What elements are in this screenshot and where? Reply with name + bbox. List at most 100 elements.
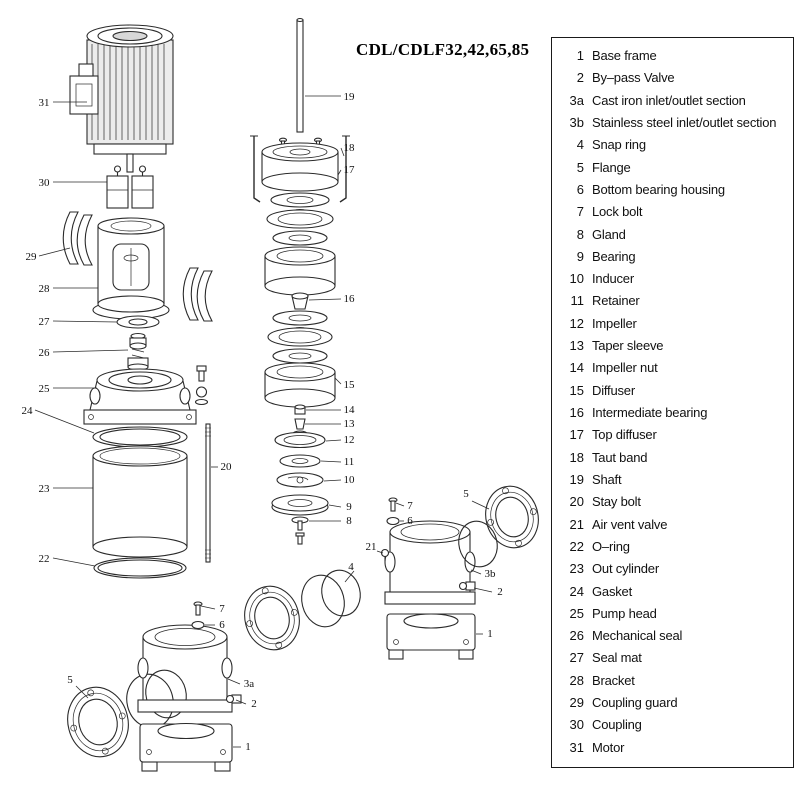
o-ring-drawing bbox=[93, 557, 187, 579]
parts-list-row: 19 Shaft bbox=[558, 469, 790, 490]
parts-list-row: 15 Diffuser bbox=[558, 380, 790, 401]
part-name: Mechanical seal bbox=[592, 628, 683, 644]
callout-b-base-frame: 1 bbox=[487, 628, 493, 640]
part-name: Air vent valve bbox=[592, 516, 668, 532]
part-number: 4 bbox=[576, 137, 584, 153]
callout-diffuser: 15 bbox=[344, 379, 356, 391]
part-name: Coupling bbox=[592, 717, 642, 733]
leader-lines bbox=[34, 95, 493, 748]
part-name: Bearing bbox=[592, 248, 636, 264]
callout-a-base-frame: 1 bbox=[245, 741, 251, 753]
part-name: Inducer bbox=[592, 271, 634, 287]
part-number: 21 bbox=[569, 516, 584, 532]
seal-mat-drawing bbox=[116, 315, 160, 329]
part-number: 28 bbox=[569, 672, 584, 688]
part-name: Stay bolt bbox=[592, 494, 641, 510]
callout-b-lock-bolt: 7 bbox=[407, 500, 413, 512]
motor-drawing bbox=[69, 24, 174, 173]
part-number: 24 bbox=[569, 583, 584, 599]
callout-shaft: 19 bbox=[344, 91, 356, 103]
part-number: 11 bbox=[570, 293, 585, 309]
callout-gland: 8 bbox=[346, 515, 352, 527]
part-number: 17 bbox=[569, 427, 584, 443]
part-number: 10 bbox=[569, 271, 584, 287]
parts-list-row: 24 Gasket bbox=[558, 581, 790, 602]
callout-air-vent-valve: 21 bbox=[366, 541, 377, 553]
callout-gasket: 24 bbox=[22, 405, 34, 417]
callout-retainer: 11 bbox=[344, 456, 355, 468]
parts-list-row: 2 By–pass Valve bbox=[558, 67, 790, 88]
callout-inducer: 10 bbox=[344, 474, 356, 486]
part-name: Gland bbox=[592, 226, 626, 242]
callout-a-bypass-valve: 2 bbox=[251, 698, 257, 710]
parts-list-row: 5 Flange bbox=[558, 157, 790, 178]
callout-a-lock-bolt: 7 bbox=[219, 603, 225, 615]
callout-taper-sleeve: 13 bbox=[344, 418, 356, 430]
parts-list-row: 12 Impeller bbox=[558, 313, 790, 334]
part-name: Flange bbox=[592, 159, 631, 175]
part-number: 13 bbox=[569, 338, 584, 354]
parts-list-row: 22 O–ring bbox=[558, 536, 790, 557]
part-name: Taut band bbox=[592, 449, 648, 465]
shaft-drawing bbox=[278, 17, 323, 151]
callout-labels: 31 30 29 28 27 26 25 24 23 22 19 18 17 1… bbox=[22, 91, 503, 753]
part-name: Bottom bearing housing bbox=[592, 181, 725, 197]
callout-b-section: 3b bbox=[485, 568, 497, 580]
stage-stack-drawing bbox=[264, 192, 336, 296]
diffuser-drawing bbox=[264, 310, 336, 408]
pump-head-drawing bbox=[83, 365, 209, 425]
part-name: Diffuser bbox=[592, 382, 635, 398]
part-number: 9 bbox=[576, 248, 584, 264]
part-name: Gasket bbox=[592, 583, 632, 599]
part-number: 29 bbox=[569, 695, 584, 711]
callout-taut-band: 18 bbox=[344, 142, 356, 154]
parts-list-row: 3a Cast iron inlet/outlet section bbox=[558, 90, 790, 111]
parts-list-row: 4 Snap ring bbox=[558, 134, 790, 155]
part-number: 25 bbox=[569, 605, 584, 621]
coupling-drawing bbox=[106, 165, 154, 209]
parts-list-row: 13 Taper sleeve bbox=[558, 335, 790, 356]
parts-list-row: 31 Motor bbox=[558, 737, 790, 758]
part-number: 15 bbox=[569, 382, 584, 398]
exploded-pump-diagram: 31 30 29 28 27 26 25 24 23 22 19 18 17 1… bbox=[22, 17, 539, 772]
parts-list-row: 14 Impeller nut bbox=[558, 357, 790, 378]
part-number: 12 bbox=[569, 315, 584, 331]
intermediate-bearing-drawing bbox=[291, 292, 309, 310]
callout-o-ring: 22 bbox=[39, 553, 50, 565]
parts-list-row: 7 Lock bolt bbox=[558, 201, 790, 222]
part-number: 3a bbox=[569, 92, 584, 108]
callout-coupling: 30 bbox=[39, 177, 51, 189]
part-name: Intermediate bearing bbox=[592, 405, 708, 420]
part-name: Motor bbox=[592, 739, 625, 755]
part-name: Impeller bbox=[592, 315, 637, 331]
part-number: 14 bbox=[569, 360, 584, 376]
parts-list-row: 11 Retainer bbox=[558, 290, 790, 311]
parts-list-row: 29 Coupling guard bbox=[558, 692, 790, 713]
part-name: Coupling guard bbox=[592, 695, 678, 711]
part-name: Shaft bbox=[592, 471, 622, 487]
callout-bearing: 9 bbox=[346, 501, 352, 513]
parts-list-row: 6 Bottom bearing housing bbox=[558, 179, 790, 200]
mechanical-seal-drawing bbox=[127, 332, 149, 371]
callout-snap-ring: 4 bbox=[348, 561, 354, 573]
part-name: Cast iron inlet/outlet section bbox=[592, 92, 746, 108]
parts-list-row: 21 Air vent valve bbox=[558, 514, 790, 535]
part-number: 2 bbox=[576, 70, 584, 86]
part-number: 1 bbox=[576, 48, 584, 63]
impeller-parts-drawing bbox=[271, 404, 329, 545]
part-number: 6 bbox=[576, 181, 584, 197]
part-number: 18 bbox=[569, 449, 584, 465]
callout-stay-bolt: 20 bbox=[221, 461, 233, 473]
parts-list-row: 23 Out cylinder bbox=[558, 558, 790, 579]
part-name: Impeller nut bbox=[592, 360, 658, 376]
callout-b-bypass-valve: 2 bbox=[497, 586, 503, 598]
part-name: By–pass Valve bbox=[592, 70, 675, 86]
callout-a-flange: 5 bbox=[67, 674, 73, 686]
parts-list-row: 1 Base frame bbox=[558, 45, 790, 66]
parts-list-row: 9 Bearing bbox=[558, 246, 790, 267]
callout-pump-head: 25 bbox=[39, 383, 51, 395]
parts-list-row: 3b Stainless steel inlet/outlet section bbox=[558, 112, 790, 133]
coupling-guard-drawing bbox=[62, 211, 213, 322]
stainless-section-drawing bbox=[244, 485, 539, 660]
stay-bolt-drawing bbox=[205, 423, 211, 563]
